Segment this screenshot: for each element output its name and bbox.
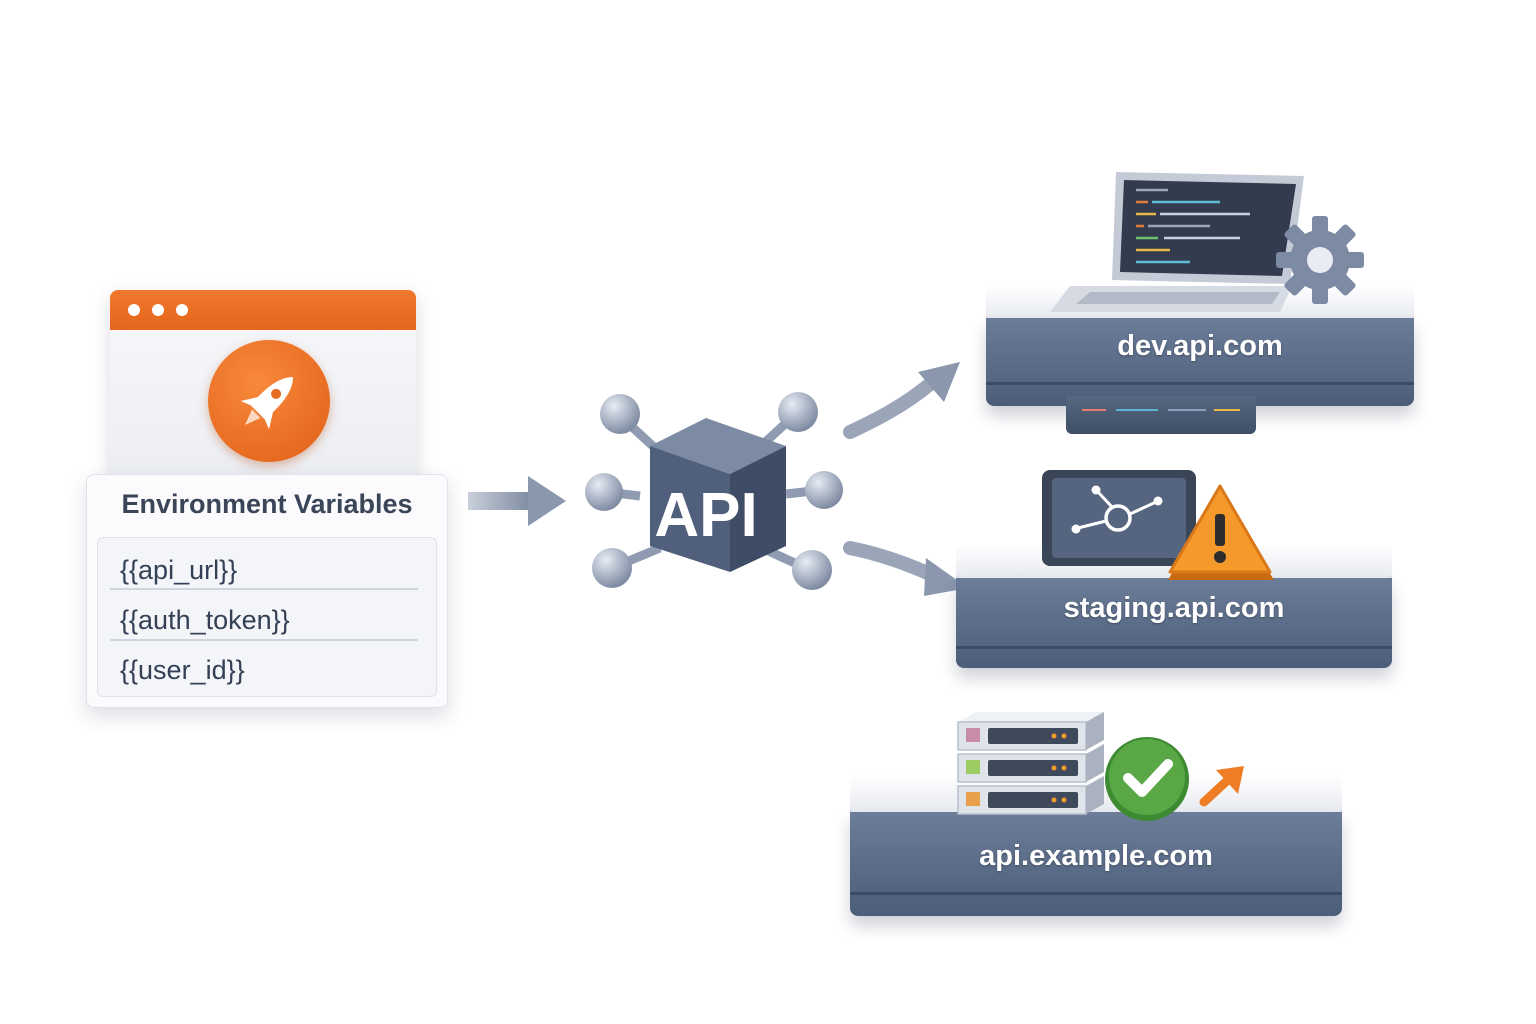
tablet-icon — [1040, 466, 1200, 570]
variable-api-url: {{api_url}} — [120, 555, 238, 585]
warning-icon — [1164, 484, 1278, 586]
variable-user-id: {{user_id}} — [120, 655, 245, 685]
laptop-icon — [1040, 168, 1310, 318]
arrow-api-to-staging — [843, 541, 968, 596]
host-label: staging.api.com — [1063, 592, 1285, 624]
node-icon — [592, 548, 632, 588]
platform-front: staging.api.com — [956, 578, 1392, 668]
variable-auth-token: {{auth_token}} — [120, 605, 290, 635]
environment-variables-card: Environment Variables {{api_url}} {{auth… — [86, 474, 448, 708]
check-icon — [1102, 734, 1192, 824]
node-icon — [600, 394, 640, 434]
platform-front: api.example.com — [850, 812, 1342, 916]
platform-front: dev.api.com — [986, 318, 1414, 406]
platform-drawer — [1066, 396, 1256, 434]
node-icon — [805, 471, 843, 509]
server-stack-icon — [956, 708, 1108, 818]
node-icon — [778, 392, 818, 432]
window-dot — [152, 304, 164, 316]
platform-stripe — [986, 382, 1414, 385]
node-icon — [585, 473, 623, 511]
rocket-icon — [208, 340, 330, 462]
api-label: API — [654, 481, 757, 550]
divider — [110, 639, 418, 641]
platform-stripe — [850, 892, 1342, 895]
divider — [110, 588, 418, 590]
card-title: Environment Variables — [121, 489, 413, 519]
environment-window — [110, 290, 416, 480]
window-dot — [176, 304, 188, 316]
node-icon — [792, 550, 832, 590]
arrow-up-right-icon — [1196, 764, 1248, 808]
window-titlebar — [110, 290, 416, 330]
arrow-api-to-dev — [843, 362, 960, 439]
platform-stripe — [956, 646, 1392, 649]
platform-staging: staging.api.com — [956, 544, 1392, 684]
host-label: dev.api.com — [1117, 330, 1283, 362]
variable-list: {{api_url}} {{auth_token}} {{user_id}} — [97, 537, 437, 697]
host-label: api.example.com — [979, 840, 1213, 872]
api-hub: API — [585, 392, 843, 590]
arrow-env-to-api — [468, 476, 566, 526]
window-dot — [128, 304, 140, 316]
gear-icon — [1274, 214, 1366, 306]
